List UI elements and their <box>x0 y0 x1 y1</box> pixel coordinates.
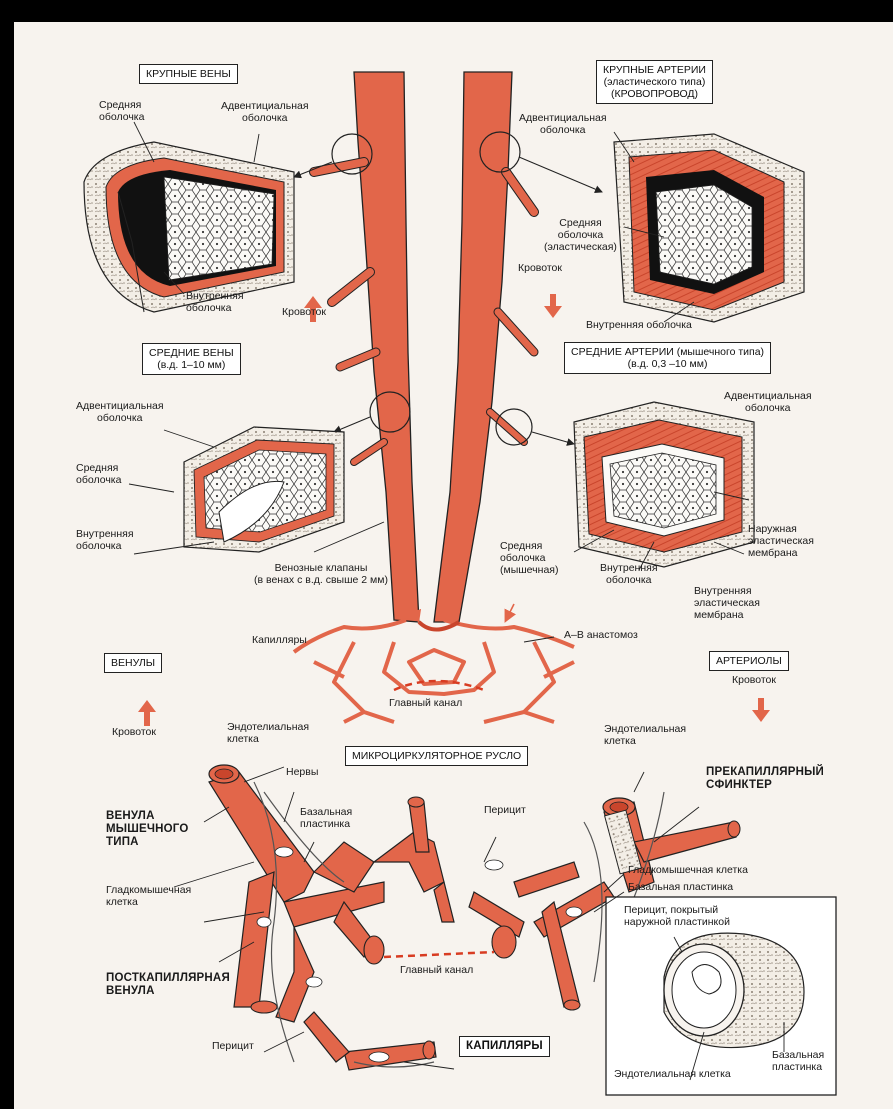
mv-intima-label: Внутренняя оболочка <box>76 528 134 552</box>
medium-artery-cross-section <box>574 402 754 567</box>
pericyte-top-label: Перицит <box>484 804 526 816</box>
nerves-label: Нервы <box>286 766 318 778</box>
la-flow-label: Кровоток <box>518 262 562 274</box>
inset-endothelial-label: Эндотелиальная клетка <box>614 1068 731 1080</box>
ma-internal-elastic-label: Внутренняя эластическая мембрана <box>694 585 760 621</box>
arterioles-flow-label: Кровоток <box>732 674 776 686</box>
large-arteries-title: КРУПНЫЕ АРТЕРИИ (эластического типа) (КР… <box>596 60 713 104</box>
pericyte-bottom-label: Перицит <box>212 1040 254 1052</box>
large-veins-title: КРУПНЫЕ ВЕНЫ <box>139 64 238 84</box>
endothelial-right-label: Эндотелиальная клетка <box>604 723 686 747</box>
inset-basal-label: Базальная пластинка <box>772 1049 824 1073</box>
la-media-label: Средняя оболочка (эластическая) <box>544 217 617 253</box>
precapillary-sphincter-label: ПРЕКАПИЛЛЯРНЫЙ СФИНКТЕР <box>706 766 824 792</box>
capillaries-label: Капилляры <box>252 634 307 646</box>
ma-intima-label: Внутренняя оболочка <box>600 562 658 586</box>
basal-lamina-right-label: Базальная пластинка <box>628 881 733 893</box>
venules-flow-label: Кровоток <box>112 726 156 738</box>
medium-vein-cross-section <box>184 427 344 552</box>
postcapillary-venule-label: ПОСТКАПИЛЛЯРНАЯ ВЕНУЛА <box>106 972 230 998</box>
lv-intima-label: Внутренняя оболочка <box>186 290 244 314</box>
inset-pericyte-label: Перицит, покрытый наружной пластинкой <box>624 904 730 928</box>
microcirculation-title: МИКРОЦИРКУЛЯТОРНОЕ РУСЛО <box>345 746 528 766</box>
lv-media-label: Средняя оболочка <box>99 99 144 123</box>
basal-lamina-left-label: Базальная пластинка <box>300 806 352 830</box>
mv-valves-label: Венозные клапаны (в венах с в.д. свыше 2… <box>254 562 388 586</box>
main-channel-dash-bottom <box>384 952 494 957</box>
main-channel-bottom-label: Главный канал <box>400 964 473 976</box>
arterioles-flow-arrow-down-icon <box>752 698 770 722</box>
venules-flow-arrow-up-icon <box>138 700 156 726</box>
medium-veins-title: СРЕДНИЕ ВЕНЫ (в.д. 1–10 мм) <box>142 343 241 375</box>
muscular-venule-label: ВЕНУЛА МЫШЕЧНОГО ТИПА <box>106 810 189 849</box>
flow-arrow-down-icon <box>544 294 562 318</box>
medium-arteries-title: СРЕДНИЕ АРТЕРИИ (мышечного типа) (в.д. 0… <box>564 342 771 374</box>
endothelial-left-label: Эндотелиальная клетка <box>227 721 309 745</box>
capillaries-box: КАПИЛЛЯРЫ <box>459 1036 550 1057</box>
lv-adventitia-label: Адвентициальная оболочка <box>221 100 309 124</box>
smooth-muscle-right-label: Гладкомышечная клетка <box>628 864 748 876</box>
large-vein-cross-section <box>84 142 294 312</box>
inset-capillary <box>664 933 804 1047</box>
ma-external-elastic-label: Наружная эластическая мембрана <box>748 523 814 559</box>
la-intima-label: Внутренняя оболочка <box>586 319 692 331</box>
mv-media-label: Средняя оболочка <box>76 462 121 486</box>
ma-media-label: Средняя оболочка (мышечная) <box>500 540 558 576</box>
arterioles-title: АРТЕРИОЛЫ <box>709 651 789 671</box>
smooth-muscle-left-label: Гладкомышечная клетка <box>106 884 191 908</box>
mv-adventitia-label: Адвентициальная оболочка <box>76 400 164 424</box>
la-adventitia-label: Адвентициальная оболочка <box>519 112 607 136</box>
av-anastomosis-label: А–В анастомоз <box>564 629 638 641</box>
ma-adventitia-label: Адвентициальная оболочка <box>724 390 812 414</box>
main-channel-top-label: Главный канал <box>389 697 462 709</box>
diagram-page: КРУПНЫЕ ВЕНЫ Средняя оболочка Адвентициа… <box>14 22 893 1109</box>
large-artery-cross-section <box>614 134 804 322</box>
lv-flow-label: Кровоток <box>282 306 326 318</box>
central-vein <box>314 72 419 622</box>
vascular-illustration <box>14 22 893 1109</box>
venules-title: ВЕНУЛЫ <box>104 653 162 673</box>
